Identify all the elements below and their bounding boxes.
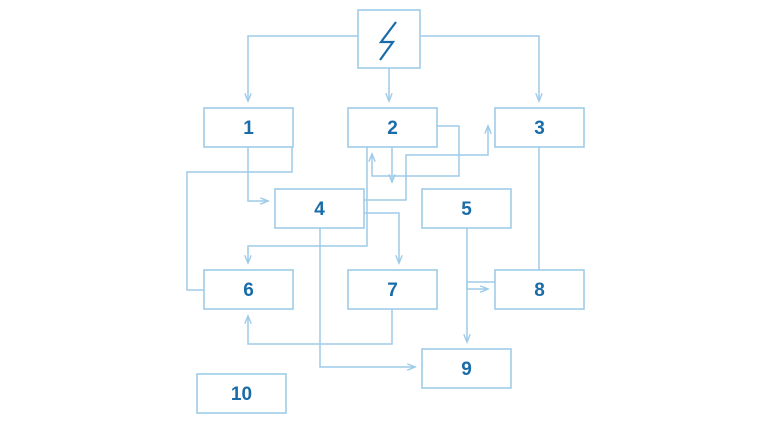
- edge-2-to-6: [248, 147, 368, 263]
- node-root-rect[interactable]: [357, 9, 421, 69]
- node-5-rect[interactable]: [421, 188, 512, 229]
- edge-layer: [186, 35, 540, 367]
- node-1[interactable]: 1: [203, 107, 294, 148]
- node-layer: 1 2 3 4 5 6: [196, 9, 585, 414]
- node-3-rect[interactable]: [494, 107, 585, 148]
- edge-root-to-1: [248, 35, 389, 101]
- node-6[interactable]: 6: [203, 269, 294, 310]
- node-7-label: 7: [387, 280, 398, 301]
- node-root[interactable]: [357, 9, 421, 69]
- node-8-label: 8: [534, 280, 545, 301]
- node-2[interactable]: 2: [347, 107, 438, 148]
- edge-4-to-7: [364, 212, 399, 263]
- edge-1-to-4: [247, 147, 268, 201]
- node-8-rect[interactable]: [494, 269, 585, 310]
- node-6-label: 6: [243, 280, 254, 301]
- node-10-label: 10: [231, 384, 252, 405]
- node-7[interactable]: 7: [347, 269, 438, 310]
- edge-5-to-8: [466, 228, 488, 289]
- lightning-bolt-icon: [378, 21, 397, 61]
- node-8[interactable]: 8: [494, 269, 585, 310]
- node-10-rect[interactable]: [196, 373, 287, 414]
- edge-4-to-2: [364, 154, 407, 201]
- node-2-rect[interactable]: [347, 107, 438, 148]
- node-4-label: 4: [314, 199, 325, 220]
- node-1-rect[interactable]: [203, 107, 294, 148]
- node-9-rect[interactable]: [421, 348, 512, 389]
- node-4[interactable]: 4: [274, 188, 365, 229]
- edge-root-to-3: [389, 35, 539, 101]
- node-4-rect[interactable]: [274, 188, 365, 229]
- node-6-rect[interactable]: [203, 269, 294, 310]
- node-9-label: 9: [461, 359, 472, 380]
- node-3[interactable]: 3: [494, 107, 585, 148]
- edge-3-to-9: [467, 147, 540, 342]
- node-2-label: 2: [387, 118, 398, 139]
- node-5[interactable]: 5: [421, 188, 512, 229]
- node-9[interactable]: 9: [421, 348, 512, 389]
- edge-4-to-9: [319, 228, 415, 367]
- node-3-label: 3: [534, 118, 545, 139]
- node-5-label: 5: [461, 199, 472, 220]
- node-7-rect[interactable]: [347, 269, 438, 310]
- edge-left-rail-to-4: [186, 126, 293, 291]
- node-1-label: 1: [243, 118, 254, 139]
- node-10[interactable]: 10: [196, 373, 287, 414]
